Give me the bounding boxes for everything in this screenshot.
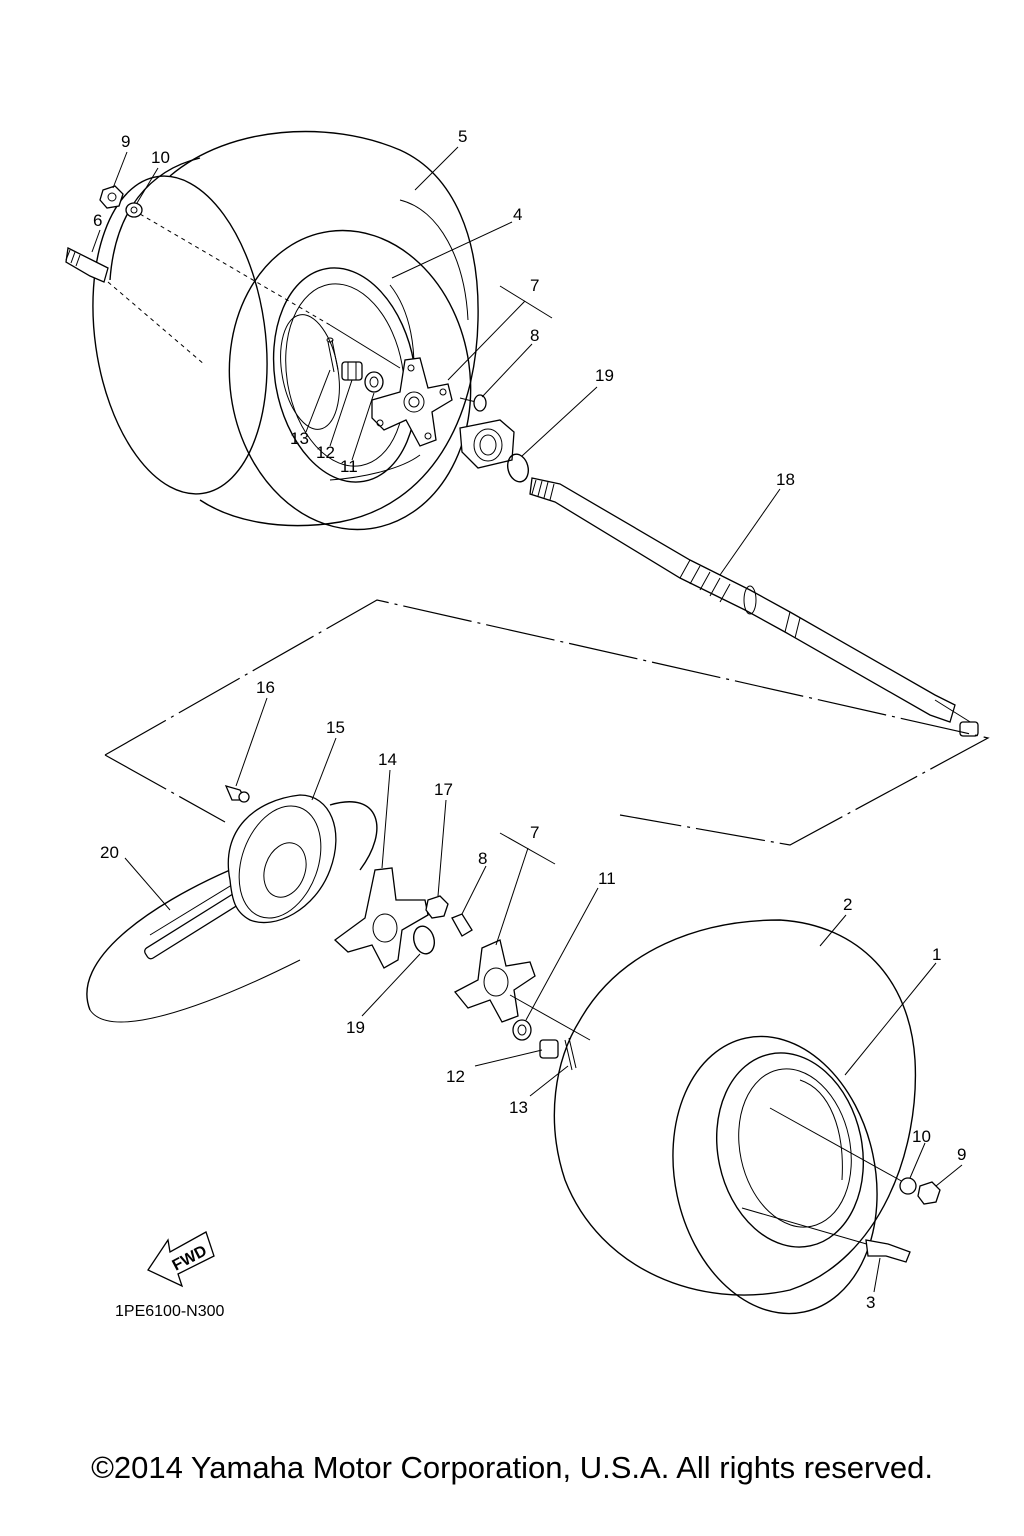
upper-axle-line: [329, 324, 401, 369]
callout-1: 1: [932, 945, 941, 964]
callout-12-lower: 12: [446, 1067, 465, 1086]
callout-11-upper: 11: [340, 457, 358, 476]
hub-flange-upper: [459, 419, 515, 469]
cotter-pin-13-upper: [326, 337, 339, 373]
callout-2: 2: [843, 895, 852, 914]
callout-3: 3: [866, 1293, 875, 1312]
callout-16: 16: [256, 678, 275, 697]
washer-11-lower: [512, 1019, 532, 1041]
nut-9-lower: [917, 1181, 941, 1205]
washer-11-upper: [364, 371, 384, 393]
valve-stem-6: [65, 247, 109, 283]
wheel-bolt-8-upper: [459, 394, 487, 412]
callout-20: 20: [100, 843, 119, 862]
rear-axle-18: [529, 477, 979, 737]
callout-17: 17: [434, 780, 453, 799]
lower-nut-line: [769, 1107, 906, 1184]
callout-19-lower: 19: [346, 1018, 365, 1037]
lower-valve-line: [741, 1207, 871, 1246]
wheel-hub-7-lower: [453, 939, 536, 1023]
callout-11-lower: 11: [598, 869, 616, 888]
sprocket-bolt-16: [224, 784, 250, 803]
callout-7-lower: 7: [530, 823, 539, 842]
upper-valve-dash-line: [107, 281, 206, 366]
nut-9-upper: [99, 185, 124, 209]
nut-17: [425, 895, 449, 919]
callout-8-lower: 8: [478, 849, 487, 868]
callout-numbers: 9 10 6 5 4 7 8 19 13 12 11 18 16 15 14 1…: [93, 127, 966, 1312]
diagram-code: 1PE6100-N300: [115, 1303, 225, 1320]
callout-18: 18: [776, 470, 795, 489]
lower-wheel-rim: [715, 1052, 865, 1248]
callout-6: 6: [93, 211, 102, 230]
sprocket-15: [227, 794, 337, 924]
callout-9-upper: 9: [121, 132, 130, 151]
callout-10-lower: 10: [912, 1127, 931, 1146]
drive-chain-20: [86, 801, 378, 1023]
washer-10-upper: [125, 202, 143, 218]
lower-tire: [553, 919, 917, 1315]
callout-8-upper: 8: [530, 326, 539, 345]
leader-lines: [91, 146, 963, 1293]
callout-19-upper: 19: [595, 366, 614, 385]
o-ring-19-lower: [412, 925, 436, 955]
lower-axle-line: [509, 994, 591, 1041]
callout-4: 4: [513, 205, 522, 224]
callout-14: 14: [378, 750, 397, 769]
callout-15: 15: [326, 718, 345, 737]
callout-5: 5: [458, 127, 467, 146]
castle-nut-12-lower: [539, 1039, 559, 1059]
valve-stem-3: [865, 1239, 911, 1263]
callout-9-lower: 9: [957, 1145, 966, 1164]
wheel-hub-4-upper: [371, 357, 453, 447]
wheel-bolt-8-lower: [451, 913, 473, 937]
o-ring-19-upper: [506, 453, 530, 483]
assembly-reference-box: [104, 599, 990, 846]
washer-10-lower: [899, 1177, 917, 1195]
copyright-notice: ©2014 Yamaha Motor Corporation, U.S.A. A…: [91, 1450, 933, 1485]
castle-nut-12-upper: [341, 361, 363, 381]
fwd-arrow-icon: FWD: [147, 1231, 215, 1288]
upper-tire: [92, 130, 479, 531]
cotter-pin-13-lower: [564, 1037, 577, 1071]
upper-nut-dash-line: [139, 213, 331, 326]
callout-12-upper: 12: [316, 443, 335, 462]
callout-13-upper: 13: [290, 429, 309, 448]
callout-13-lower: 13: [509, 1098, 528, 1117]
sprocket-hub-14: [333, 867, 429, 969]
callout-7-upper: 7: [530, 276, 539, 295]
callout-10-upper: 10: [151, 148, 170, 167]
